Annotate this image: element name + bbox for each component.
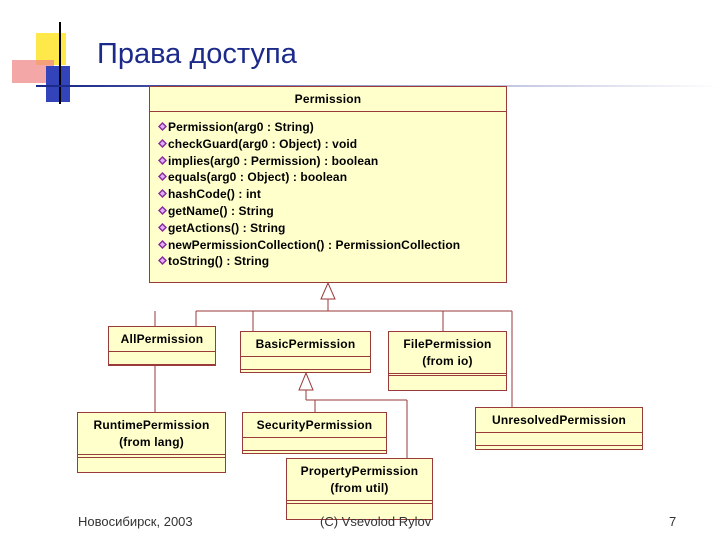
class-property-permission: PropertyPermission (from util) <box>286 458 433 520</box>
operation-text: hashCode() : int <box>168 187 261 202</box>
operation-item: Permission(arg0 : String) <box>158 119 506 136</box>
operation-icon <box>158 239 167 249</box>
class-name: FilePermission <box>403 337 492 351</box>
class-file-permission: FilePermission (from io) <box>388 331 507 391</box>
operation-text: equals(arg0 : Object) : boolean <box>168 170 348 185</box>
operation-item: hashCode() : int <box>158 186 506 203</box>
operation-item: implies(arg0 : Permission) : boolean <box>158 153 506 170</box>
class-all-permission: AllPermission <box>108 326 216 366</box>
generalization-arrow-permission <box>320 281 336 300</box>
class-package: (from io) <box>422 354 473 368</box>
operation-text: newPermissionCollection() : PermissionCo… <box>168 237 461 252</box>
footer-copyright: (C) Vsevolod Rylov <box>320 514 432 529</box>
operation-icon <box>158 122 167 131</box>
class-name: Permission <box>294 92 362 106</box>
class-security-permission: SecurityPermission <box>242 412 387 454</box>
class-name: AllPermission <box>120 332 204 346</box>
operation-item: toString() : String <box>158 253 506 270</box>
operation-item: newPermissionCollection() : PermissionCo… <box>158 237 506 254</box>
operations-list: Permission(arg0 : String) checkGuard(arg… <box>150 112 506 277</box>
operation-icon <box>158 256 167 266</box>
class-runtime-permission: RuntimePermission (from lang) <box>77 412 226 473</box>
class-package: (from util) <box>330 481 389 495</box>
class-basic-permission: BasicPermission <box>240 331 371 373</box>
class-name: RuntimePermission <box>93 418 210 432</box>
operation-icon <box>158 222 167 232</box>
operation-item: getName() : String <box>158 203 506 220</box>
class-name: UnresolvedPermission <box>491 413 627 427</box>
class-name: SecurityPermission <box>256 418 373 432</box>
operation-text: implies(arg0 : Permission) : boolean <box>168 153 379 168</box>
operation-icon <box>158 138 167 148</box>
operation-text: getName() : String <box>168 203 274 218</box>
operation-text: Permission(arg0 : String) <box>168 120 314 134</box>
operation-icon <box>158 189 167 199</box>
operation-item: getActions() : String <box>158 220 506 237</box>
operation-icon <box>158 172 167 182</box>
page-number: 7 <box>669 514 677 529</box>
class-name: PropertyPermission <box>300 464 419 478</box>
class-permission: Permission Permission(arg0 : String) che… <box>149 86 507 283</box>
class-name: BasicPermission <box>255 337 356 351</box>
class-package: (from lang) <box>119 435 184 449</box>
slide-title: Права доступа <box>97 38 297 70</box>
operation-icon <box>158 155 167 165</box>
operation-text: getActions() : String <box>168 220 286 235</box>
footer-location: Новосибирск, 2003 <box>78 514 193 529</box>
operation-item: checkGuard(arg0 : Object) : void <box>158 136 506 153</box>
slide-logo-icon <box>12 22 110 104</box>
class-unresolved-permission: UnresolvedPermission <box>475 407 643 450</box>
generalization-arrow-basic <box>298 371 314 391</box>
operation-text: toString() : String <box>168 254 270 269</box>
operation-item: equals(arg0 : Object) : boolean <box>158 169 506 186</box>
operation-icon <box>158 205 167 215</box>
operation-text: checkGuard(arg0 : Object) : void <box>168 136 358 151</box>
